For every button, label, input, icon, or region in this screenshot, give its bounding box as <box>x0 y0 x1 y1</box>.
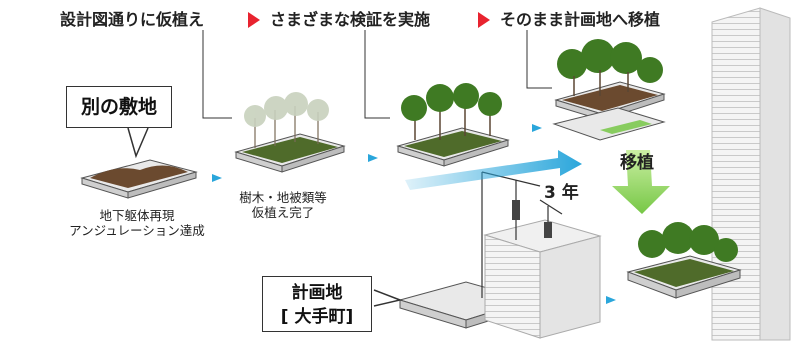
header-arrow-2 <box>478 12 490 28</box>
tray-bare-soil <box>80 159 198 199</box>
tray-empty <box>552 107 666 141</box>
callout-plan-site: 計画地 [ 大手町] <box>262 276 372 332</box>
duration-arrow <box>405 150 582 190</box>
duration-label: 3 年 <box>544 183 579 203</box>
caption-stage2: 樹木・地被類等 仮植え完了 <box>228 190 338 220</box>
tray-transplanted <box>626 222 742 299</box>
tray-lifted <box>554 39 666 121</box>
caption-stage1: 地下躯体再現 アンジュレーション達成 <box>52 208 222 238</box>
plan-site-line1: 計画地 <box>291 283 343 303</box>
tray-leafy <box>396 83 510 167</box>
callout-other-site: 別の敷地 <box>66 86 172 128</box>
caption-stage2-line1: 樹木・地被類等 <box>239 190 327 205</box>
site-building <box>398 171 602 339</box>
caption-stage1-line2: アンジュレーション達成 <box>69 223 205 238</box>
header-step1: 設計図通りに仮植え <box>60 10 205 29</box>
leader-line-2 <box>364 30 390 119</box>
header-arrow-1 <box>248 12 260 28</box>
callout-tail <box>127 127 149 159</box>
caption-stage1-line1: 地下躯体再現 <box>99 208 175 223</box>
transplant-arrow <box>612 150 670 214</box>
leader-line-1 <box>202 30 232 119</box>
leader-line-3 <box>526 30 552 89</box>
transplant-label: 移植 <box>620 153 654 173</box>
tray-planted <box>234 92 346 173</box>
tall-building <box>711 7 791 341</box>
plan-site-line2: [ 大手町] <box>280 307 354 327</box>
header-step3: そのまま計画地へ移植 <box>500 10 661 29</box>
caption-stage2-line2: 仮植え完了 <box>251 205 315 220</box>
header-step2: さまざまな検証を実施 <box>270 10 431 29</box>
callout-tail-site <box>373 289 403 307</box>
flow-markers <box>212 124 616 304</box>
